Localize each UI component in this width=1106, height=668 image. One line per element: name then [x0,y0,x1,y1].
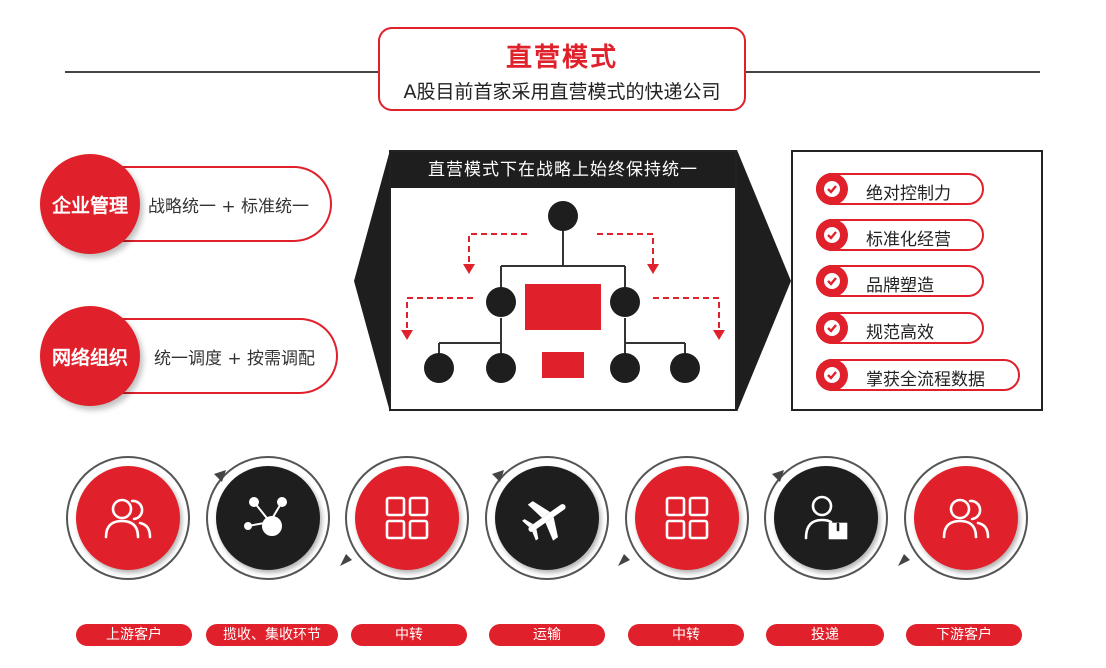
org-node-left [486,287,516,317]
flow-step-downstream [914,466,1018,570]
title-box: 直营模式 A股目前首家采用直营模式的快递公司 [378,27,746,111]
flow-label-transport: 运输 [489,624,605,646]
check-icon [816,359,848,391]
flow-ring [625,456,749,580]
grid-icon [385,496,429,540]
org-node-root [548,201,578,231]
grid-icon [665,496,709,540]
check-icon [816,312,848,344]
flow-ring [904,456,1028,580]
flow-ring [206,456,330,580]
management-text: 战略统一 + 标准统一 [148,197,310,217]
hierarchy-heading: 直营模式下在战略上始终保持统一 [391,152,735,188]
benefit-item: 品牌塑造 [816,265,984,297]
flow-step-delivery [774,466,878,570]
org-node-center-block [525,284,601,330]
flow-step-pickup [216,466,320,570]
users-icon [942,498,990,539]
org-node-leaf-3 [610,353,640,383]
page-subtitle: A股目前首家采用直营模式的快递公司 [403,81,721,103]
org-node-lower-block [542,352,584,378]
benefit-item: 掌获全流程数据 [816,359,1020,391]
network-circle: 网络组织 [40,306,140,406]
courier-icon [804,495,848,540]
hierarchy-panel: 直营模式下在战略上始终保持统一 [389,150,737,411]
management-circle: 企业管理 [40,154,140,254]
check-icon [816,219,848,251]
page-title: 直营模式 [505,43,618,73]
right-chevron [737,150,791,412]
benefit-item: 标准化经营 [816,219,984,251]
org-node-leaf-2 [486,353,516,383]
flow-label-delivery: 投递 [766,624,884,646]
network-icon [244,497,287,536]
flow-ring [66,456,190,580]
check-icon [816,173,848,205]
flow-step-upstream [76,466,180,570]
benefit-item: 绝对控制力 [816,173,984,205]
airplane-icon [522,501,566,541]
org-node-right [610,287,640,317]
flow-label-downstream: 下游客户 [906,624,1022,646]
org-node-leaf-1 [424,353,454,383]
benefit-label: 品牌塑造 [866,276,934,296]
flow-step-transport [495,466,599,570]
flow-ring [764,456,888,580]
flow-label-upstream: 上游客户 [76,624,192,646]
benefit-label: 标准化经营 [866,230,951,250]
flow-ring [345,456,469,580]
flow-label-transfer-2: 中转 [628,624,744,646]
flow-step-transfer-1 [355,466,459,570]
org-chart [401,201,725,383]
benefit-label: 绝对控制力 [866,184,951,204]
left-chevron [354,150,390,412]
benefit-label: 掌获全流程数据 [866,370,985,390]
flow-step-transfer-2 [635,466,739,570]
flow-ring [485,456,609,580]
benefit-item: 规范高效 [816,312,984,344]
flow-label-transfer-1: 中转 [351,624,467,646]
check-icon [816,265,848,297]
network-text: 统一调度 + 按需调配 [154,349,316,369]
users-icon [104,498,152,539]
flow-label-pickup: 揽收、集收环节 [206,624,338,646]
benefit-label: 规范高效 [866,323,934,343]
org-node-leaf-4 [670,353,700,383]
